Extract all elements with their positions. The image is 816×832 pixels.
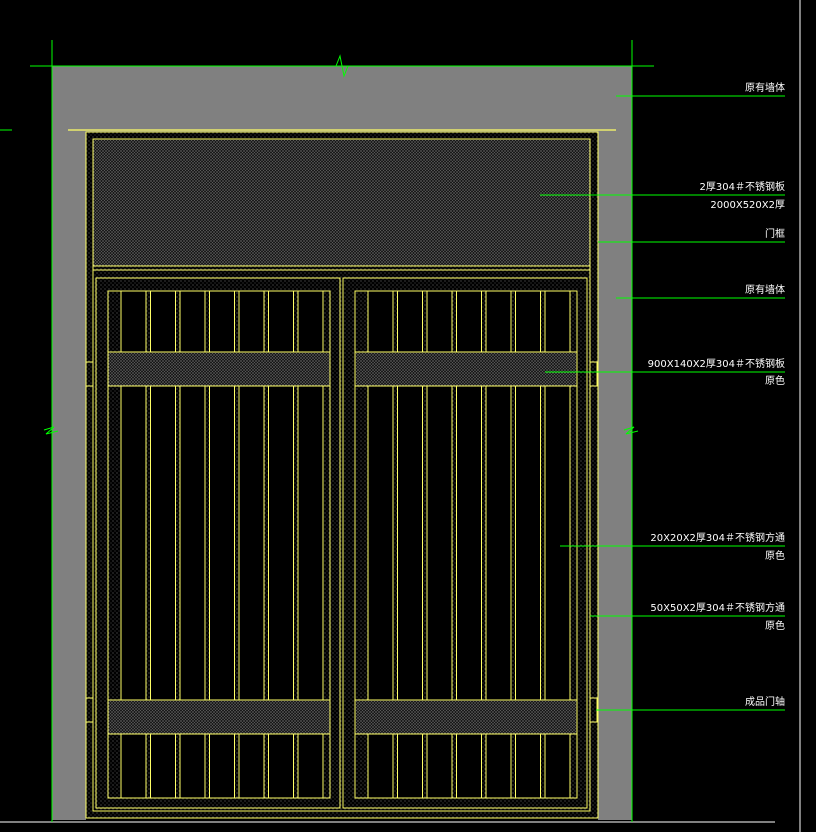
bar-opening [150,733,176,799]
hinge-mark [85,361,94,387]
label-rail-plate-line1: 900X140X2厚304＃不锈钢板 [648,357,785,370]
break-line-symbol [43,426,59,435]
bar-opening [426,290,453,353]
bar-opening [515,733,541,799]
bar-opening [268,290,294,353]
label-wall-top: 原有墙体 [745,81,785,94]
bar-opening [485,733,512,799]
top-steel-panel [92,138,591,267]
bar-opening [150,290,176,353]
bar-opening [544,733,571,799]
label-hinge: 成品门轴 [745,695,785,708]
label-top-panel-line2: 2000X520X2厚 [710,199,785,211]
hinge-mark [85,697,94,723]
label-rail-plate-line2: 原色 [765,374,785,387]
hinge-mark [589,361,598,387]
bar-opening [544,290,571,353]
bar-opening [238,385,265,701]
label-bar-tube-line1: 20X20X2厚304＃不锈钢方通 [650,531,785,544]
bar-opening [515,290,541,353]
bar-opening [456,385,482,701]
bar-opening [485,290,512,353]
bar-opening [209,733,235,799]
upper-rail-plate-left [107,351,331,387]
bar-opening [120,385,147,701]
bar-opening [209,290,235,353]
bar-opening [397,290,423,353]
bar-opening [456,733,482,799]
lower-rail-plate-right [354,699,578,735]
bar-opening [515,385,541,701]
bar-opening [397,385,423,701]
bar-opening [179,290,206,353]
bar-opening [367,733,394,799]
bar-opening [268,733,294,799]
bar-opening [268,385,294,701]
bar-opening [426,385,453,701]
vertical-bars [120,290,571,799]
label-bar-tube-line2: 原色 [765,549,785,562]
bar-opening [120,290,147,353]
break-line-symbol [335,54,349,78]
bar-opening [150,385,176,701]
bar-opening [297,385,324,701]
bar-opening [426,733,453,799]
bar-opening [456,290,482,353]
bar-opening [179,733,206,799]
lower-rail-plate-left [107,699,331,735]
bar-opening [367,290,394,353]
bar-opening [209,385,235,701]
bar-opening [367,385,394,701]
bar-opening [485,385,512,701]
upper-rail-plate-right [354,351,578,387]
bar-opening [238,290,265,353]
break-line-symbol [623,426,639,435]
label-frame-tube-line1: 50X50X2厚304＃不锈钢方通 [650,601,785,614]
bar-opening [544,385,571,701]
bar-opening [120,733,147,799]
label-wall-mid: 原有墙体 [745,283,785,296]
label-top-panel-line1: 2厚304＃不锈钢板 [700,180,785,193]
label-frame-tube-line2: 原色 [765,619,785,632]
bar-opening [297,733,324,799]
bar-opening [238,733,265,799]
bar-opening [297,290,324,353]
bar-opening [179,385,206,701]
label-door-frame: 门框 [765,227,785,240]
bar-opening [397,733,423,799]
